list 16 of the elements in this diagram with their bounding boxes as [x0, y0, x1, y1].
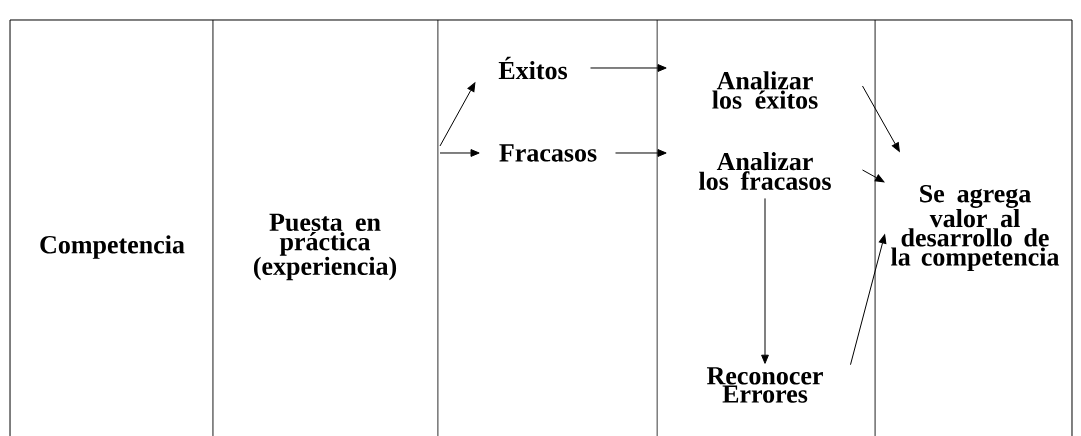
cell-text: Puesta en práctica (experiencia) [253, 213, 397, 281]
cell-text: Reconocer Errores [706, 367, 823, 403]
cell-text: Analizar los éxitos [712, 71, 818, 109]
arrow [590, 64, 667, 72]
arrow [761, 197, 769, 364]
cell-text: Éxitos [498, 56, 568, 80]
arrow [439, 149, 480, 157]
cell-text: Analizar los fracasos [699, 152, 831, 190]
cell-text: Competencia [40, 235, 185, 259]
arrow [850, 234, 887, 366]
arrow [862, 85, 900, 152]
arrow [439, 82, 476, 147]
cell-text: Fracasos [499, 144, 597, 162]
arrow [862, 169, 885, 183]
cell-text: Se agrega valor al desarrollo de la competencia [891, 184, 1060, 272]
arrow [615, 149, 667, 157]
